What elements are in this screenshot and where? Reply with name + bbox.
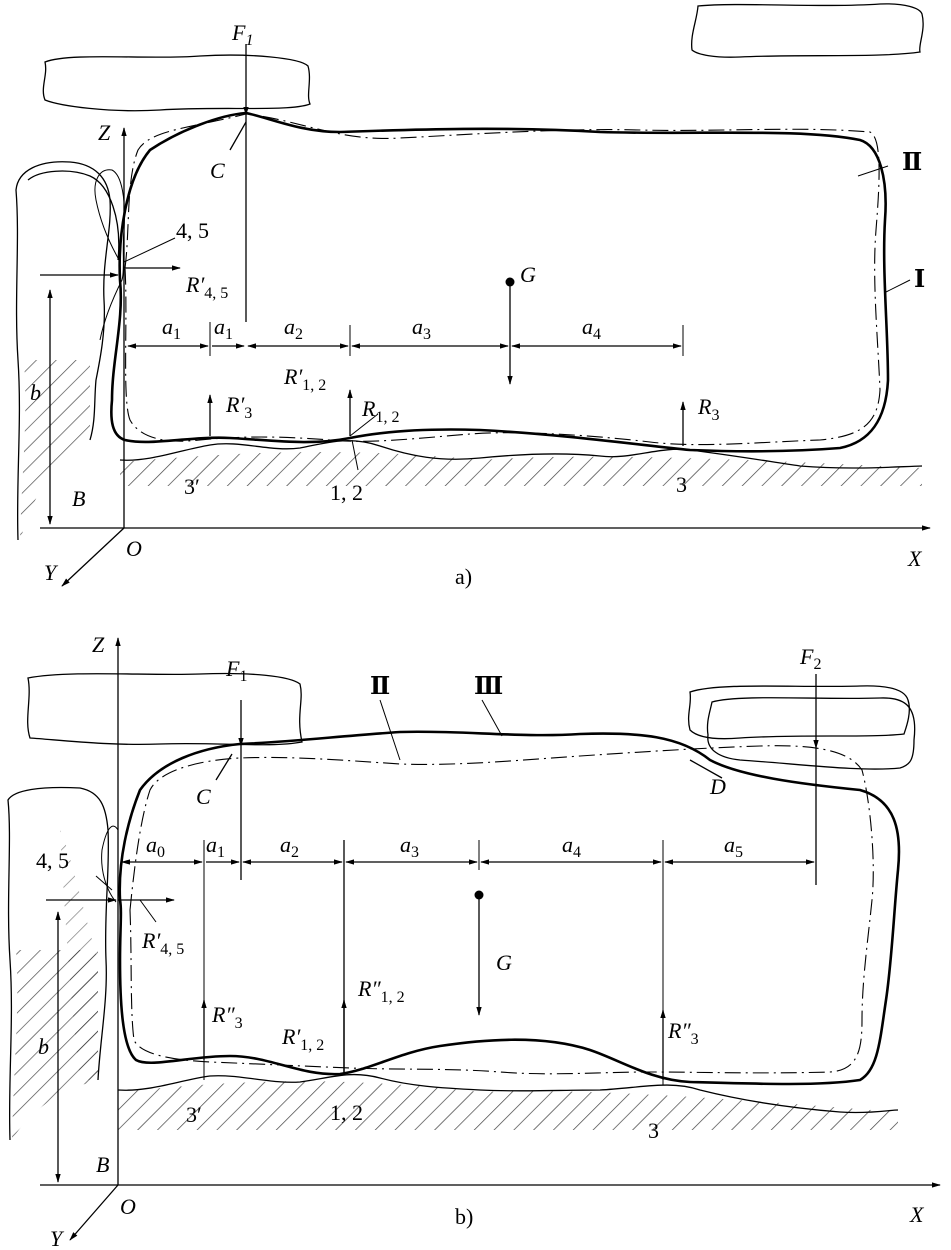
label-contact-3-a: 3 bbox=[676, 472, 687, 497]
label-C-b: C bbox=[196, 784, 211, 809]
label-R45-b: R′4, 5 bbox=[141, 928, 184, 958]
label-X-b: X bbox=[909, 1202, 925, 1227]
base-surface bbox=[119, 440, 923, 486]
label-dim-a1-b: a1 bbox=[206, 832, 225, 861]
label-dim-a3-a: a3 bbox=[412, 314, 431, 343]
caption-a: a) bbox=[455, 564, 472, 589]
label-R3p-a: R′3 bbox=[225, 392, 252, 422]
label-R12p-b: R′1, 2 bbox=[281, 1024, 324, 1054]
caption-b: b) bbox=[455, 1204, 473, 1229]
label-F2-b: F2 bbox=[799, 644, 821, 673]
label-R12pp-b: R″1, 2 bbox=[357, 976, 405, 1006]
side-fixture-b bbox=[7, 786, 110, 1141]
label-B-a: B bbox=[72, 486, 85, 511]
label-dim-a4-a: a4 bbox=[582, 314, 601, 343]
label-contact-3p-b: 3′ bbox=[186, 1102, 202, 1127]
label-C-a: C bbox=[210, 158, 225, 183]
label-dim-a2-a: a2 bbox=[284, 314, 303, 343]
label-curve-III-b: Ⅲ bbox=[474, 674, 503, 700]
label-R45-a: R′4, 5 bbox=[185, 272, 228, 302]
base-surface-b bbox=[117, 1073, 899, 1130]
side-fixture bbox=[15, 161, 120, 541]
label-R3-a: R3 bbox=[697, 394, 719, 424]
label-X-a: X bbox=[907, 546, 923, 571]
label-contact-12-b: 1, 2 bbox=[330, 1100, 363, 1125]
label-b-a: b bbox=[30, 380, 41, 405]
label-curve-I-a: Ⅰ bbox=[914, 267, 925, 293]
label-contact-3-b: 3 bbox=[648, 1118, 659, 1143]
label-G-b: G bbox=[496, 950, 512, 975]
label-contact-45-a: 4, 5 bbox=[176, 218, 209, 243]
label-F1-a: F1 bbox=[231, 20, 253, 49]
label-dim-a1-first: a1 bbox=[162, 314, 181, 343]
label-dim-a2-b: a2 bbox=[280, 832, 299, 861]
diagram-b bbox=[7, 637, 941, 1241]
label-dim-a1-second: a1 bbox=[214, 314, 233, 343]
label-R3pp-b: R″3 bbox=[211, 1002, 243, 1032]
label-R12-a: R1, 2 bbox=[361, 396, 399, 426]
axis-y bbox=[61, 527, 125, 587]
label-curve-II-a: Ⅱ bbox=[902, 150, 922, 176]
label-contact-3p-a: 3′ bbox=[184, 474, 200, 499]
label-R3pp2-b: R″3 bbox=[667, 1018, 699, 1048]
label-F1-b: F1 bbox=[225, 656, 247, 685]
label-dim-a3-b: a3 bbox=[400, 832, 419, 861]
label-contact-12-a: 1, 2 bbox=[330, 480, 363, 505]
gravity-point bbox=[505, 277, 515, 287]
diagram-a-labels: F1 Z C Ⅱ Ⅰ 4, 5 R′4, 5 G a1 a1 a2 a3 a4 … bbox=[30, 20, 925, 589]
label-Y-a: Y bbox=[44, 560, 59, 585]
label-dim-a0-b: a0 bbox=[146, 832, 165, 861]
gravity-point-b bbox=[474, 890, 484, 900]
label-O-b: O bbox=[120, 1194, 136, 1219]
clamp-pad-right-b bbox=[687, 685, 910, 740]
label-b-b: b bbox=[38, 1034, 49, 1059]
label-dim-a4-b: a4 bbox=[562, 832, 581, 861]
workpiece-outline-II-b bbox=[129, 745, 874, 1075]
label-dim-a5-b: a5 bbox=[724, 832, 743, 861]
diagram-a bbox=[15, 3, 931, 587]
label-O-a: O bbox=[126, 536, 142, 561]
label-Y-b: Y bbox=[50, 1226, 65, 1250]
label-B-b: B bbox=[96, 1152, 109, 1177]
clamp-pad-left bbox=[42, 54, 311, 112]
diagram-b-labels: Z F1 F2 Ⅱ Ⅲ C D 4, 5 a0 a1 a2 a3 a4 a5 R… bbox=[36, 632, 925, 1250]
clamp-pad-right bbox=[690, 3, 924, 58]
label-curve-II-b: Ⅱ bbox=[370, 674, 390, 700]
axis-y-b bbox=[69, 1184, 119, 1241]
clamp-pad-left-b bbox=[27, 672, 303, 746]
label-G-a: G bbox=[520, 262, 536, 287]
label-Z-b: Z bbox=[92, 632, 105, 657]
label-R12p-a: R′1, 2 bbox=[283, 364, 326, 394]
label-contact-45-b: 4, 5 bbox=[36, 848, 69, 873]
workpiece-outline-III bbox=[118, 730, 901, 1086]
label-Z-a: Z bbox=[98, 120, 111, 145]
workpiece-outline-I bbox=[124, 113, 881, 446]
label-D-b: D bbox=[709, 774, 726, 799]
